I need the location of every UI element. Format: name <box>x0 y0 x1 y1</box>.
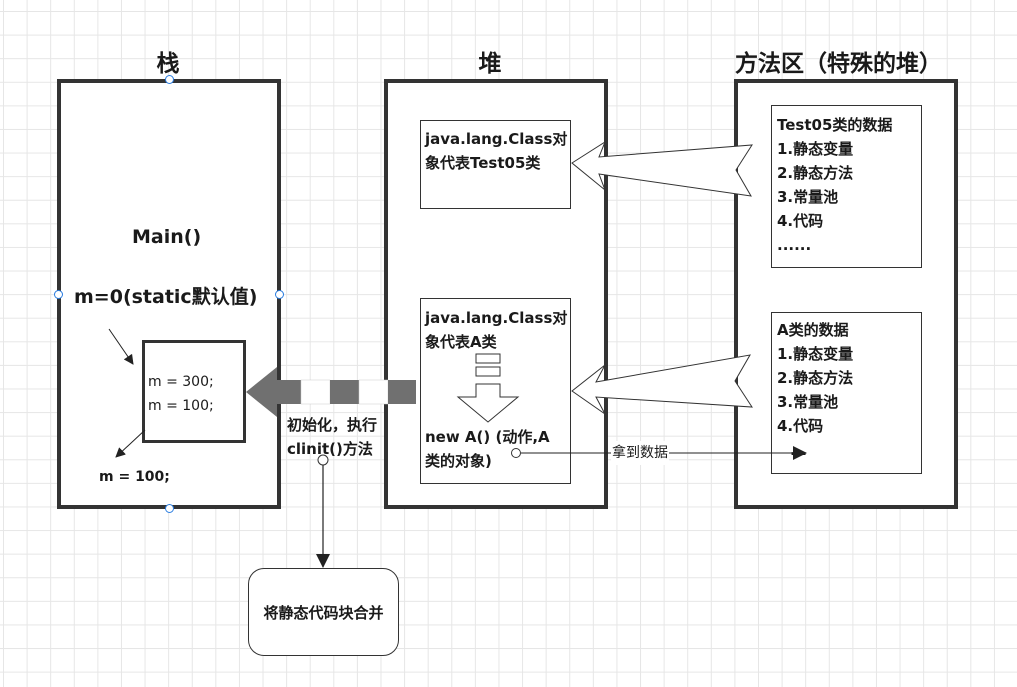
handle-right[interactable] <box>275 290 284 299</box>
a-data-line-4: 3.常量池 <box>777 393 839 411</box>
test05-data-line-4: 3.常量池 <box>777 188 839 206</box>
test05-data-line-3: 2.静态方法 <box>777 164 854 182</box>
method-area-title: 方法区（特殊的堆） <box>735 51 942 77</box>
init-arrow-segment <box>300 379 331 405</box>
get-data-label: 拿到数据 <box>611 441 669 465</box>
test05-data-line-1: Test05类的数据 <box>777 116 893 134</box>
a-data-line-3: 2.静态方法 <box>777 369 854 387</box>
assignment-line-2: m = 100; <box>148 398 214 414</box>
result-value: m = 100; <box>99 469 170 485</box>
a-data-line-5: 4.代码 <box>777 417 824 435</box>
handle-bottom[interactable] <box>165 504 174 513</box>
class-object-test05-line-2: 象代表Test05类 <box>425 154 541 172</box>
test05-data-line-6: ...... <box>777 236 812 254</box>
heap-title: 堆 <box>478 51 502 77</box>
init-arrow-segment <box>330 380 359 404</box>
class-object-test05[interactable] <box>420 120 571 209</box>
stack-title: 栈 <box>156 51 180 77</box>
test05-class-data[interactable] <box>771 105 922 268</box>
test05-data-line-2: 1.静态变量 <box>777 140 854 158</box>
stack-assignment-box[interactable] <box>142 340 246 443</box>
a-data-line-2: 1.静态变量 <box>777 345 854 363</box>
new-a-line-2: 类的对象) <box>425 452 492 470</box>
class-object-a-line-2: 象代表A类 <box>425 333 497 351</box>
init-label-line-2: clinit()方法 <box>287 440 373 458</box>
a-data-line-6: ... <box>790 441 808 459</box>
m-default-value: m=0(static默认值) <box>74 286 258 308</box>
class-object-test05-line-1: java.lang.Class对 <box>425 130 568 148</box>
handle-left[interactable] <box>54 290 63 299</box>
assignment-line-1: m = 300; <box>148 374 214 390</box>
new-a-line-1: new A() (动作,A <box>425 428 550 446</box>
main-method-label: Main() <box>132 226 202 248</box>
class-object-a-line-1: java.lang.Class对 <box>425 309 568 327</box>
handle-top[interactable] <box>165 75 174 84</box>
merge-static-blocks-box[interactable] <box>248 568 399 656</box>
a-data-line-1: A类的数据 <box>777 321 849 339</box>
test05-data-line-5: 4.代码 <box>777 212 824 230</box>
init-label-line-1: 初始化，执行 <box>287 416 378 434</box>
merge-static-blocks-label: 将静态代码块合并 <box>263 604 384 622</box>
